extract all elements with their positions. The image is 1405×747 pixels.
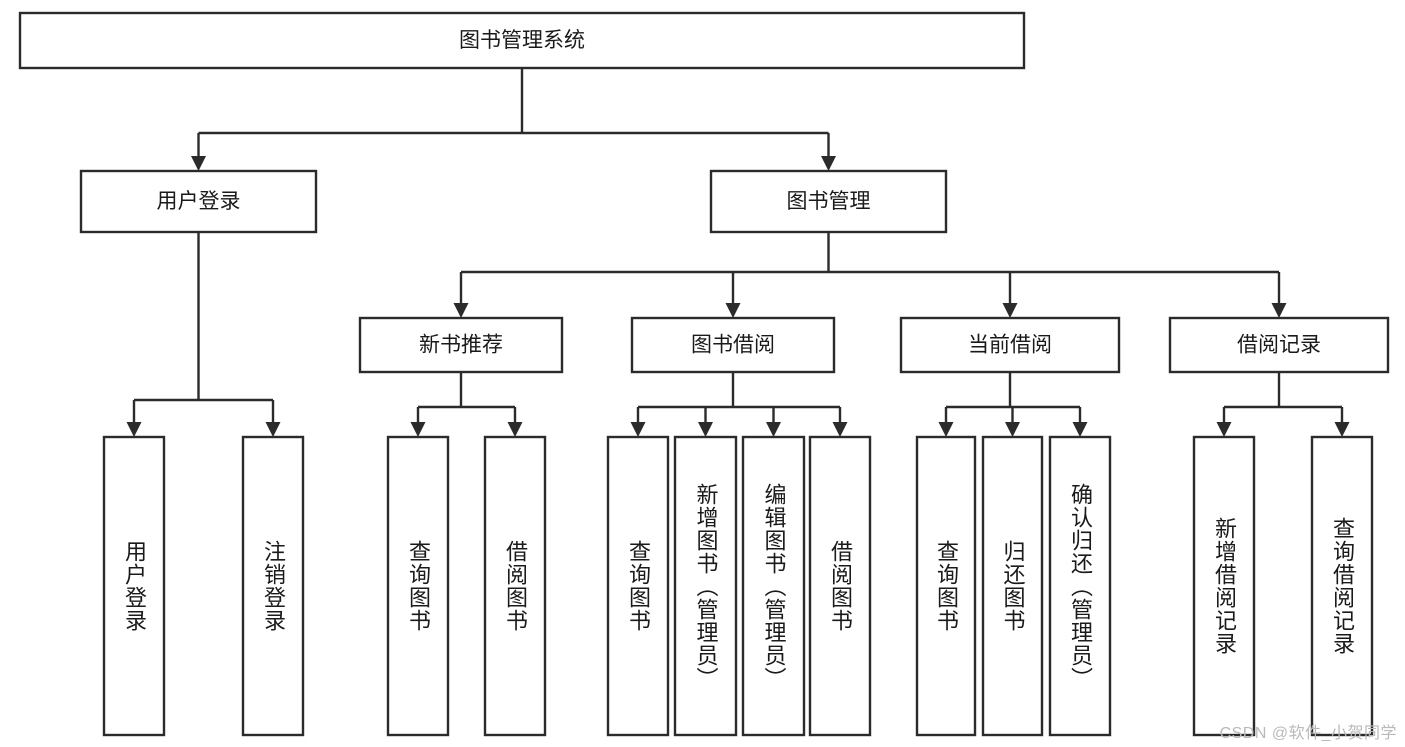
node-box-leaf-borrow-book-1[interactable] (483, 435, 547, 737)
node-box-current-borrow[interactable] (899, 316, 1121, 374)
node-label-book-borrow: 图书借阅 (691, 334, 775, 357)
boxes-layer (18, 11, 1390, 737)
edge-arrowhead (1072, 422, 1088, 437)
edge-arrowhead (1216, 422, 1232, 437)
edge-arrowhead (265, 422, 281, 437)
edge-arrowhead (191, 156, 206, 171)
edge-arrowhead (126, 422, 142, 437)
edges-layer (126, 68, 1350, 437)
watermark-text: CSDN @软件_小贺同学 (1219, 725, 1397, 742)
edge-arrowhead (832, 422, 848, 437)
node-box-leaf-query-book-2[interactable] (606, 435, 670, 737)
edge-arrowhead (453, 303, 469, 318)
edge-arrowhead (630, 422, 646, 437)
node-label-new-book-recommend: 新书推荐 (419, 334, 503, 357)
node-label-user-login: 用户登录 (157, 190, 241, 213)
node-box-root[interactable] (18, 11, 1026, 70)
node-label-current-borrow: 当前借阅 (968, 334, 1052, 357)
node-box-leaf-user-login[interactable] (102, 435, 166, 737)
node-box-user-login[interactable] (79, 169, 318, 234)
node-box-leaf-confirm-return[interactable] (1048, 435, 1112, 737)
node-box-new-book-recommend[interactable] (358, 316, 564, 374)
edge-arrowhead (1334, 422, 1350, 437)
node-box-book-management[interactable] (709, 169, 948, 234)
node-label-borrow-record: 借阅记录 (1237, 334, 1321, 357)
node-label-book-management: 图书管理 (787, 190, 871, 213)
edge-arrowhead (698, 422, 713, 437)
edge-arrowhead (766, 422, 781, 437)
edge-arrowhead (1271, 303, 1287, 318)
node-box-book-borrow[interactable] (630, 316, 836, 374)
edge-arrowhead (1002, 303, 1018, 318)
node-box-leaf-add-book[interactable] (673, 435, 738, 737)
edge-arrowhead (410, 422, 426, 437)
edge-arrowhead (1005, 422, 1020, 437)
node-box-leaf-borrow-book-2[interactable] (808, 435, 872, 737)
node-box-leaf-query-record[interactable] (1310, 435, 1374, 737)
node-box-borrow-record[interactable] (1168, 316, 1390, 374)
node-box-leaf-add-record[interactable] (1192, 435, 1256, 737)
node-box-leaf-query-book-1[interactable] (386, 435, 450, 737)
node-label-root: 图书管理系统 (459, 29, 585, 52)
node-box-leaf-return-book[interactable] (981, 435, 1044, 737)
edge-arrowhead (725, 303, 741, 318)
edge-arrowhead (938, 422, 954, 437)
edge-arrowhead (507, 422, 523, 437)
edge-arrowhead (821, 156, 836, 171)
node-box-leaf-edit-book[interactable] (741, 435, 806, 737)
node-box-leaf-query-book-3[interactable] (915, 435, 977, 737)
node-box-leaf-logout[interactable] (241, 435, 305, 737)
